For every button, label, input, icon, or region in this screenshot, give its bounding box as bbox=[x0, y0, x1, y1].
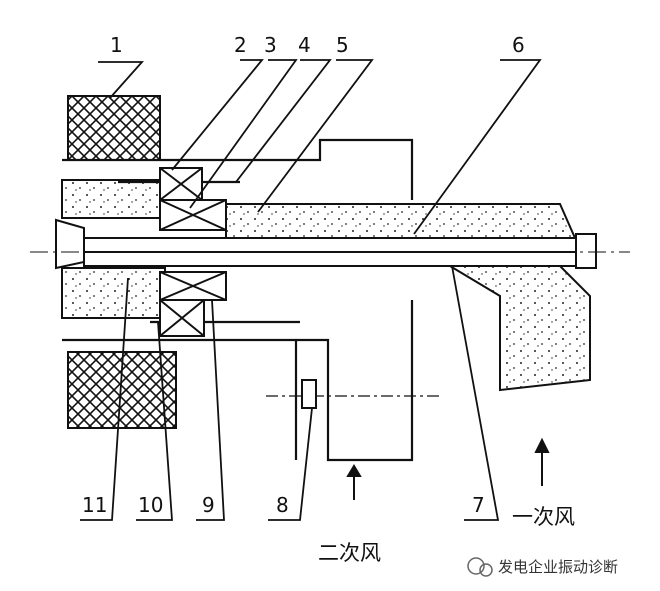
callout-11: 11 bbox=[82, 493, 107, 517]
primary-air-channel bbox=[225, 203, 591, 392]
wechat-icon bbox=[467, 557, 485, 575]
callout-2: 2 bbox=[234, 33, 247, 57]
callout-5: 5 bbox=[336, 33, 349, 57]
leader-lines bbox=[80, 59, 542, 521]
secondary-air-label: 二次风 bbox=[318, 541, 381, 565]
callout-8: 8 bbox=[276, 493, 289, 517]
flow-arrows bbox=[346, 437, 550, 500]
callout-3: 3 bbox=[264, 33, 277, 57]
callout-9: 9 bbox=[202, 493, 215, 517]
primary-air-label: 一次风 bbox=[512, 505, 575, 529]
callout-10: 10 bbox=[138, 493, 163, 517]
callout-6: 6 bbox=[512, 33, 525, 57]
damper bbox=[266, 379, 440, 409]
callout-1: 1 bbox=[110, 33, 123, 57]
callout-4: 4 bbox=[298, 33, 311, 57]
oil-gun bbox=[83, 233, 597, 269]
watermark: 发电企业振动诊断 bbox=[467, 557, 618, 577]
callout-7: 7 bbox=[472, 493, 485, 517]
watermark-text: 发电企业振动诊断 bbox=[498, 558, 618, 576]
